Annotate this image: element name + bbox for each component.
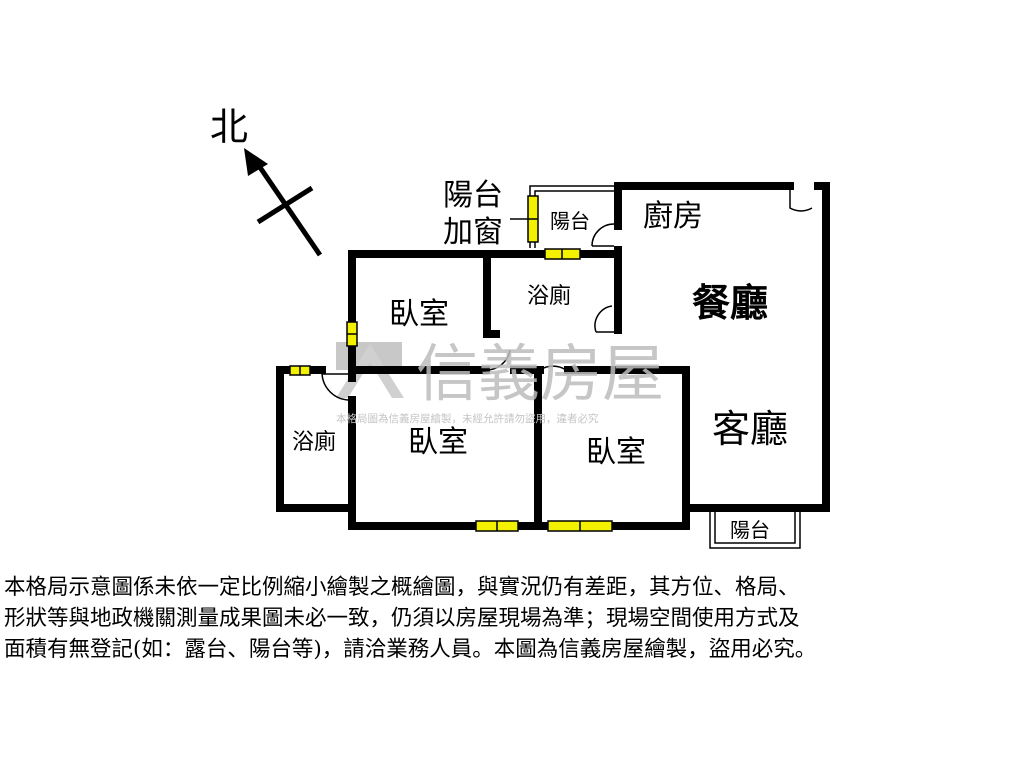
north-label: 北 bbox=[210, 105, 248, 149]
watermark-brand: 信義房屋 bbox=[416, 337, 664, 410]
compass-arrow-head bbox=[244, 148, 268, 176]
compass-arrow-line bbox=[252, 158, 323, 257]
windows bbox=[289, 195, 613, 532]
disclaimer: 本格局示意圖係未依一定比例縮小繪製之概繪圖，與實況仍有差距，其方位、格局、 形狀… bbox=[4, 572, 1022, 665]
watermark-notice: 本格局圖為信義房屋繪製，未經允許請勿盜用，違者必究 bbox=[336, 412, 599, 425]
compass-cross-line bbox=[256, 185, 314, 225]
label-bedroom-mid: 臥室 bbox=[408, 425, 468, 460]
label-bath-upper: 浴廁 bbox=[527, 284, 571, 309]
disclaimer-line: 本格局示意圖係未依一定比例縮小繪製之概繪圖，與實況仍有差距，其方位、格局、 bbox=[4, 575, 800, 600]
label-balcony-window-line1: 陽台 bbox=[443, 178, 503, 213]
label-balcony-bottom: 陽台 bbox=[730, 518, 770, 542]
label-bedroom-upper: 臥室 bbox=[389, 297, 449, 332]
compass: 北 bbox=[210, 105, 323, 257]
label-dining: 餐廳 bbox=[692, 280, 768, 325]
label-bedroom-right: 臥室 bbox=[586, 435, 646, 470]
label-balcony-window-line2: 加窗 bbox=[443, 215, 503, 250]
disclaimer-line: 面積有無登記(如：露台、陽台等)，請洽業務人員。本圖為信義房屋繪製，盜用必究。 bbox=[4, 637, 817, 662]
label-bath-left: 浴廁 bbox=[292, 430, 336, 455]
disclaimer-line: 形狀等與地政機關測量成果圖未必一致，仍須以房屋現場為準；現場空間使用方式及 bbox=[4, 606, 800, 631]
label-living: 客廳 bbox=[712, 407, 788, 451]
floor-plan: 北 bbox=[210, 105, 830, 549]
walls bbox=[276, 182, 830, 530]
door-swings bbox=[321, 186, 813, 401]
label-kitchen: 廚房 bbox=[643, 199, 703, 234]
label-balcony-top: 陽台 bbox=[550, 209, 590, 233]
